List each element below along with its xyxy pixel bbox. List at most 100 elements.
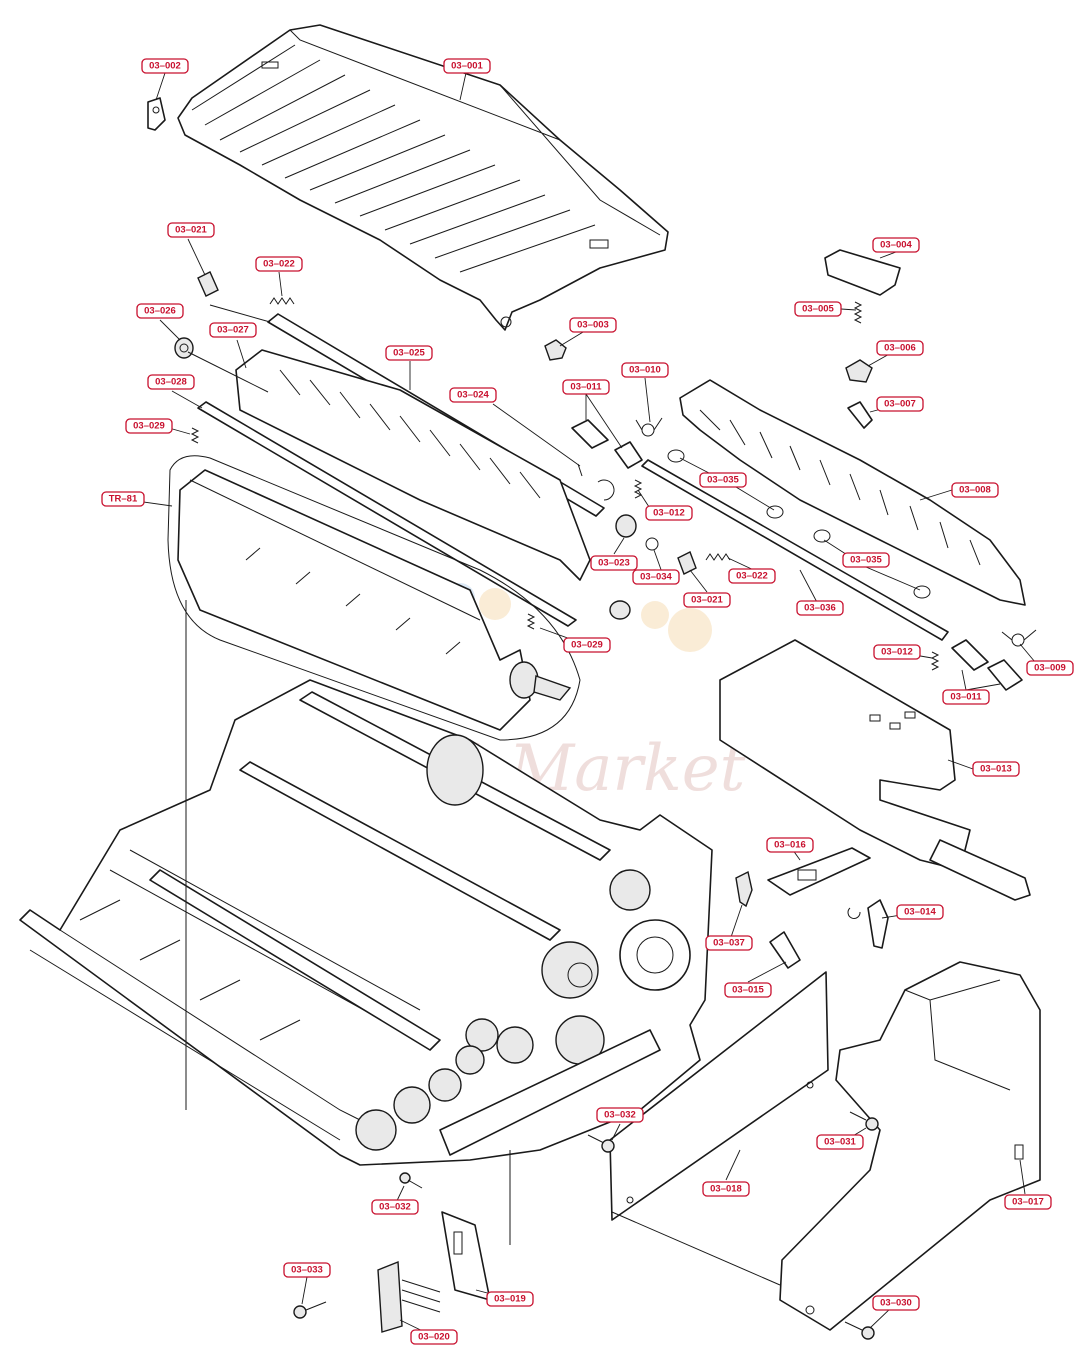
svg-text:03–033: 03–033 <box>291 1265 323 1276</box>
svg-text:03–014: 03–014 <box>904 907 936 918</box>
label-03-003: 03–003 <box>569 317 617 333</box>
svg-text:03–013: 03–013 <box>980 764 1012 775</box>
svg-text:03–016: 03–016 <box>774 840 806 851</box>
svg-text:03–019: 03–019 <box>494 1294 526 1305</box>
cap-part-03-004 <box>824 249 901 296</box>
svg-text:TR–81: TR–81 <box>109 494 138 505</box>
label-03-001: 03–001 <box>443 58 491 74</box>
side-plate-part-03-018 <box>609 971 829 1221</box>
label-03-014: 03–014 <box>896 904 944 920</box>
top-cover-part <box>177 24 669 331</box>
svg-text:03–027: 03–027 <box>217 325 249 336</box>
svg-text:03–035: 03–035 <box>850 555 882 566</box>
arm-part-03-015 <box>769 931 801 969</box>
roller-pair-part-03-011-bottom <box>951 639 1023 691</box>
svg-text:03–022: 03–022 <box>736 571 768 582</box>
spring-part-03-010 <box>635 417 663 437</box>
svg-text:03–015: 03–015 <box>732 985 764 996</box>
label-03-027: 03–027 <box>209 322 257 338</box>
svg-text:03–008: 03–008 <box>959 485 991 496</box>
label-03-012-bottom: 03–012 <box>873 644 921 660</box>
shaft-part-03-036 <box>641 459 949 641</box>
label-03-032-right: 03–032 <box>596 1107 644 1123</box>
svg-text:03–024: 03–024 <box>457 390 489 401</box>
label-03-004: 03–004 <box>872 237 920 253</box>
svg-text:03–032: 03–032 <box>379 1202 411 1213</box>
svg-text:03–035: 03–035 <box>707 475 739 486</box>
bushing-part-03-021-top <box>197 271 219 297</box>
svg-text:03–021: 03–021 <box>691 595 723 606</box>
lever-part-03-007 <box>847 401 873 429</box>
label-03-010: 03–010 <box>621 362 669 378</box>
svg-text:03–021: 03–021 <box>175 225 207 236</box>
svg-text:03–029: 03–029 <box>571 640 603 651</box>
washers-part-03-035 <box>667 449 931 599</box>
pin-part-03-024 <box>577 463 583 477</box>
svg-text:03–036: 03–036 <box>804 603 836 614</box>
chassis-base <box>19 679 713 1166</box>
label-03-008: 03–008 <box>951 482 999 498</box>
spring-part-03-022-right <box>705 553 731 561</box>
washer <box>609 600 631 620</box>
spring-part-03-022-top <box>269 297 295 305</box>
board-part-03-016 <box>767 847 871 896</box>
assembly-lines <box>185 304 781 1286</box>
leader-lines <box>121 72 1041 1338</box>
label-03-020: 03–020 <box>410 1329 458 1345</box>
label-03-029-right: 03–029 <box>563 637 611 653</box>
label-03-023: 03–023 <box>590 555 638 571</box>
label-03-022-right: 03–022 <box>728 568 776 584</box>
spring-part-03-029-right <box>526 613 536 630</box>
connector-part-03-020 <box>377 1260 441 1333</box>
latch-part-03-006 <box>845 359 873 383</box>
lever-part-03-014 <box>847 899 889 949</box>
label-03-031: 03–031 <box>816 1134 864 1150</box>
label-03-018: 03–018 <box>702 1181 750 1197</box>
label-03-022-top: 03–022 <box>255 256 303 272</box>
label-03-030: 03–030 <box>872 1295 920 1311</box>
label-03-034: 03–034 <box>632 569 680 585</box>
svg-text:03–022: 03–022 <box>263 259 295 270</box>
label-03-024: 03–024 <box>449 387 497 403</box>
label-03-026: 03–026 <box>136 303 184 319</box>
label-03-011-bottom: 03–011 <box>942 689 990 705</box>
svg-text:03–023: 03–023 <box>598 558 630 569</box>
svg-text:03–031: 03–031 <box>824 1137 856 1148</box>
spring-part-03-005 <box>853 301 863 324</box>
guide-housing-part-03-027 <box>235 349 591 581</box>
screw-part-03-030 <box>844 1321 875 1340</box>
spring-part-03-029-left <box>190 427 200 444</box>
svg-text:03–005: 03–005 <box>802 304 834 315</box>
bushing-part-03-021-right <box>677 551 697 575</box>
label-03-033: 03–033 <box>283 1262 331 1278</box>
svg-text:03–004: 03–004 <box>880 240 912 251</box>
right-cover-part-03-017 <box>779 961 1041 1331</box>
spring-part-03-009 <box>1001 629 1037 647</box>
e-ring-part-03-034 <box>645 537 659 551</box>
label-03-013: 03–013 <box>972 761 1020 777</box>
svg-text:03–001: 03–001 <box>451 61 483 72</box>
small-block-part-03-003 <box>544 339 567 361</box>
svg-text:03–030: 03–030 <box>880 1298 912 1309</box>
svg-text:03–032: 03–032 <box>604 1110 636 1121</box>
svg-text:03–025: 03–025 <box>393 348 425 359</box>
shaft-part-03-028 <box>197 401 577 627</box>
svg-text:03–017: 03–017 <box>1012 1197 1044 1208</box>
roller-pair-part-03-011-top <box>571 419 643 469</box>
tr-81-assembly <box>167 455 581 741</box>
label-03-015: 03–015 <box>724 982 772 998</box>
label-tr-81: TR–81 <box>101 491 145 507</box>
label-03-036: 03–036 <box>796 600 844 616</box>
label-03-029-left: 03–029 <box>125 418 173 434</box>
spring-part-03-012-top <box>633 479 643 499</box>
svg-text:03–026: 03–026 <box>144 306 176 317</box>
label-03-028: 03–028 <box>147 374 195 390</box>
label-03-012-top: 03–012 <box>645 505 693 521</box>
label-03-019: 03–019 <box>486 1291 534 1307</box>
label-03-016: 03–016 <box>766 837 814 853</box>
cover-part-03-013 <box>719 639 1031 901</box>
label-03-035-top: 03–035 <box>699 472 747 488</box>
label-03-025: 03–025 <box>385 345 433 361</box>
spring-part-03-012-bottom <box>930 651 940 671</box>
